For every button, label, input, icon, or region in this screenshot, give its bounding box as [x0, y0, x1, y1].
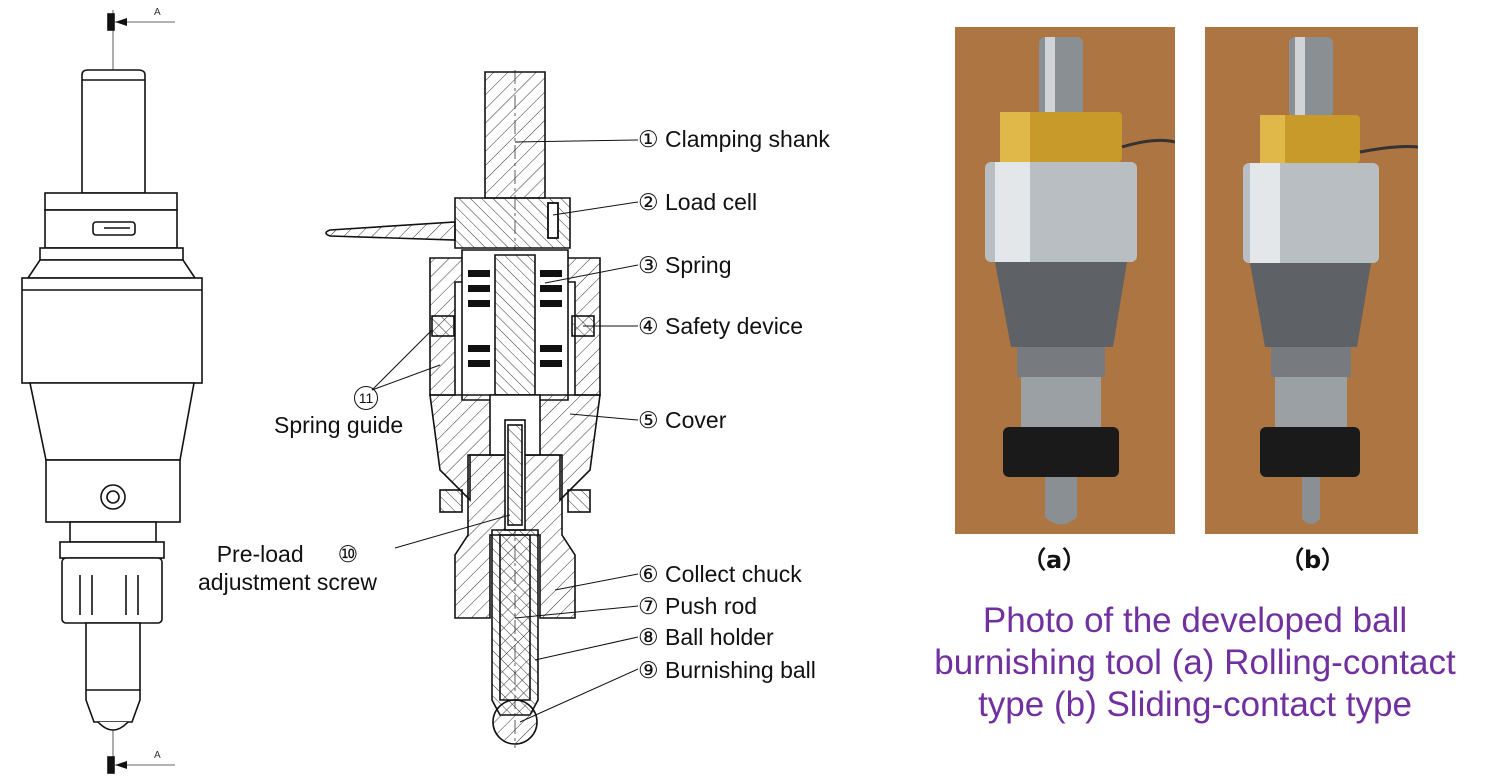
technical-drawing [21, 10, 639, 774]
part-10-label: Pre-load ⑩ adjustment screw [198, 540, 377, 596]
part-6-number: ⑥ [638, 561, 659, 587]
figure-caption: Photo of the developed ball burnishing t… [900, 600, 1490, 726]
part-4-name: Safety device [665, 313, 804, 339]
part-3-label: ③ Spring [638, 252, 732, 279]
part-3-name: Spring [665, 252, 732, 278]
part-9-number: ⑨ [638, 657, 659, 683]
caption-line-1: Photo of the developed ball [982, 601, 1408, 640]
part-1-name: Clamping shank [665, 126, 830, 152]
photo-a-label: （a） [1022, 546, 1087, 574]
part-1-number: ① [638, 126, 659, 152]
section-view [325, 70, 601, 748]
part-5-number: ⑤ [638, 407, 659, 433]
leader-lines [371, 139, 639, 723]
part-6-name: Collect chuck [665, 561, 802, 587]
part-7-number: ⑦ [638, 593, 659, 619]
part-5-label: ⑤ Cover [638, 407, 726, 434]
part-10-name-line1: Pre-load [216, 541, 304, 567]
part-8-number: ⑧ [638, 624, 659, 650]
photo-b-label: （b） [1280, 546, 1346, 574]
part-5-name: Cover [665, 407, 727, 433]
part-4-label: ④ Safety device [638, 313, 803, 340]
part-7-label: ⑦ Push rod [638, 593, 757, 620]
part-4-number: ④ [638, 313, 659, 339]
part-3-number: ③ [638, 252, 659, 278]
caption-line-3: type (b) Sliding-contact type [978, 685, 1412, 724]
photo-rolling-contact [955, 27, 1175, 534]
part-2-number: ② [638, 189, 659, 215]
photo-sliding-contact [1205, 27, 1418, 534]
part-8-name: Ball holder [665, 624, 774, 650]
part-11-name: Spring guide [274, 412, 404, 438]
photo-a-image [955, 27, 1175, 534]
part-10-number: ⑩ [337, 541, 359, 567]
photo-b-image [1205, 27, 1418, 534]
part-11-number: 11 [354, 386, 378, 410]
section-mark-bottom: A [154, 750, 161, 761]
part-9-name: Burnishing ball [665, 657, 816, 683]
part-2-name: Load cell [665, 189, 758, 215]
part-9-label: ⑨ Burnishing ball [638, 657, 816, 684]
side-view [21, 10, 203, 774]
part-2-label: ② Load cell [638, 189, 757, 216]
section-mark-top: A [154, 7, 161, 18]
part-8-label: ⑧ Ball holder [638, 624, 774, 651]
caption-line-2: burnishing tool (a) Rolling-contact [934, 643, 1456, 682]
part-10-name-line2: adjustment screw [198, 569, 377, 595]
part-1-label: ① Clamping shank [638, 126, 830, 153]
part-7-name: Push rod [665, 593, 758, 619]
part-6-label: ⑥ Collect chuck [638, 561, 802, 588]
part-11-label: 11 Spring guide [274, 386, 403, 440]
